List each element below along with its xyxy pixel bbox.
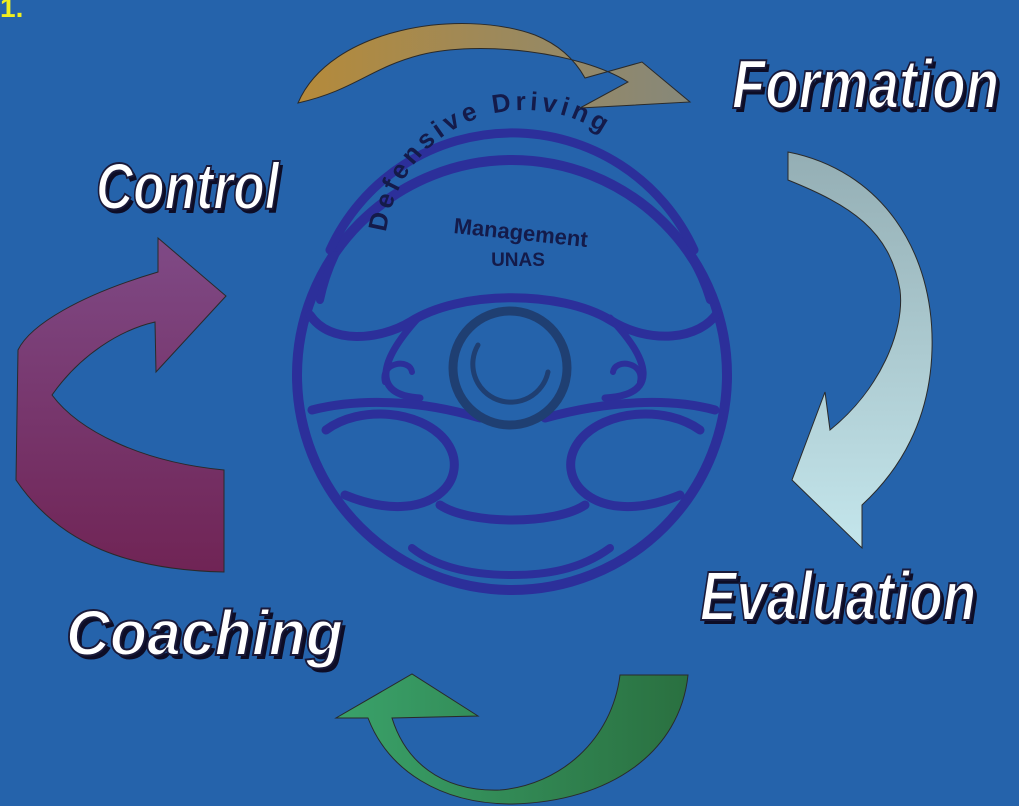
slide-number-mark: 1. bbox=[0, 0, 24, 23]
arrow-to-coaching bbox=[334, 673, 689, 805]
stage-label-control: Control bbox=[95, 148, 280, 224]
stage-label-formation: Formation bbox=[731, 44, 999, 124]
stage-label-coaching: Coaching bbox=[65, 596, 344, 670]
stage-label-evaluation: Evaluation bbox=[699, 556, 977, 636]
steering-wheel-logo bbox=[292, 128, 732, 595]
wheel-unas-text: UNAS bbox=[491, 250, 545, 271]
arrow-to-evaluation bbox=[787, 151, 933, 550]
arrow-to-formation bbox=[297, 23, 692, 109]
wheel-management-text: Management bbox=[453, 213, 590, 252]
arrow-to-control bbox=[15, 236, 227, 573]
